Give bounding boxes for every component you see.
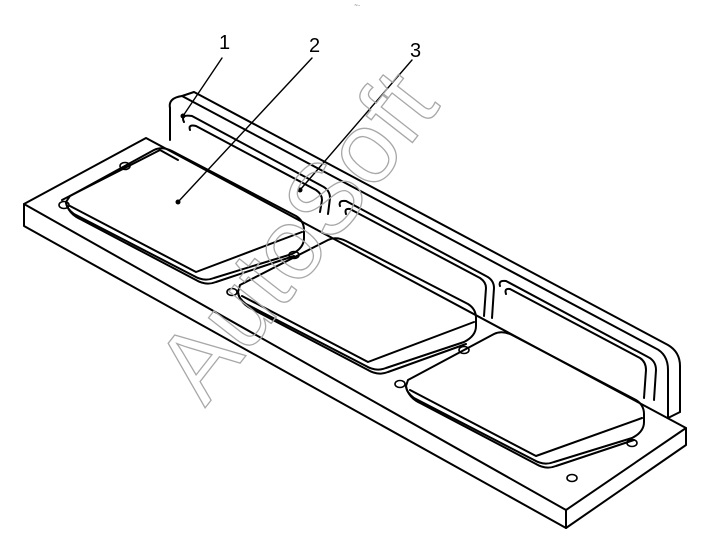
leader-dot-3 <box>297 187 303 193</box>
callout-3: 3 <box>410 40 422 62</box>
callout-2: 2 <box>309 35 321 57</box>
leader-lines <box>177 57 413 203</box>
leader-line-1 <box>182 57 223 117</box>
leader-line-2 <box>177 57 313 203</box>
bolt-hole <box>58 200 70 210</box>
stray-mark: ~- <box>354 3 360 9</box>
bolt-hole <box>119 161 131 171</box>
bolt-hole <box>458 345 470 355</box>
bolt-hole <box>394 379 406 389</box>
base-plate <box>23 137 687 529</box>
bolt-hole <box>626 438 638 448</box>
bolt-hole <box>288 250 300 260</box>
pad-1 <box>65 147 305 285</box>
leader-dot-2 <box>175 199 181 205</box>
callout-1: 1 <box>219 32 231 54</box>
leader-line-3 <box>299 59 413 191</box>
bolt-hole <box>226 287 238 297</box>
back-frame-wall <box>168 91 681 419</box>
leader-dots <box>175 113 303 205</box>
pad-2 <box>237 237 477 375</box>
bolt-hole <box>566 473 578 483</box>
pad-3 <box>405 331 645 469</box>
leader-dot-1 <box>180 113 186 119</box>
bolt-holes <box>58 161 638 483</box>
